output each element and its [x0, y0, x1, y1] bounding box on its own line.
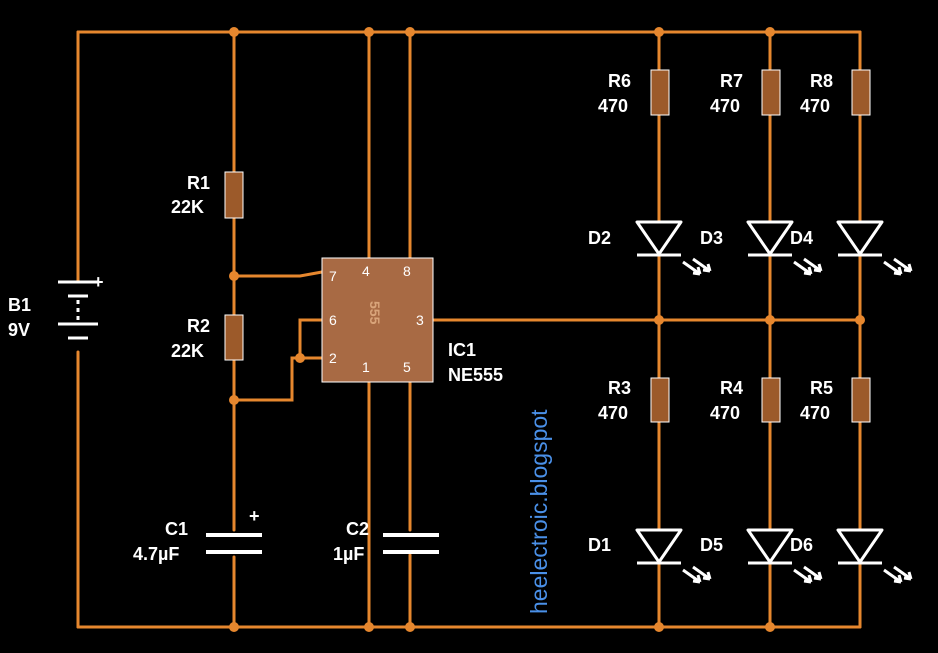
r5-value-label: 470: [800, 403, 830, 423]
junction-dot: [229, 27, 239, 37]
junction-dot: [405, 622, 415, 632]
r4-ref-label: R4: [720, 378, 743, 398]
junction-dot: [405, 27, 415, 37]
r8-ref-label: R8: [810, 71, 833, 91]
c2-ref-label: C2: [346, 519, 369, 539]
resistor-icon: [761, 69, 781, 116]
pin7-wire: [232, 270, 324, 278]
c2-value-label: 1µF: [333, 544, 364, 564]
led-icon: [836, 220, 913, 276]
ic-icon: [321, 257, 434, 383]
ic-pin-2: 2: [329, 350, 337, 366]
junction-dot: [229, 395, 239, 405]
battery-plus-sign: +: [93, 272, 104, 292]
junction-dot: [765, 27, 775, 37]
junction-dot: [295, 353, 305, 363]
junction-dot: [654, 27, 664, 37]
led-icon: [836, 528, 913, 584]
r2-value-label: 22K: [171, 341, 204, 361]
junction-dot: [229, 271, 239, 281]
top-resistors: [650, 69, 871, 116]
junctions: [229, 27, 865, 632]
ic-pin-7: 7: [329, 268, 337, 284]
d3-ref-label: D3: [700, 228, 723, 248]
top-leds: [635, 220, 913, 276]
junction-dot: [765, 622, 775, 632]
led-icon: [746, 528, 823, 584]
capacitor-icon: [206, 533, 262, 554]
r7-ref-label: R7: [720, 71, 743, 91]
r3-value-label: 470: [598, 403, 628, 423]
ic-pin-1: 1: [362, 359, 370, 375]
led-icon: [635, 528, 712, 584]
junction-dot: [855, 315, 865, 325]
r3-ref-label: R3: [608, 378, 631, 398]
battery-ref-label: B1: [8, 295, 31, 315]
r7-value-label: 470: [710, 96, 740, 116]
d4-ref-label: D4: [790, 228, 813, 248]
d6-ref-label: D6: [790, 535, 813, 555]
resistor-icon: [224, 314, 244, 361]
bottom-resistors: [650, 377, 871, 423]
r4-value-label: 470: [710, 403, 740, 423]
resistor-icon: [851, 377, 871, 423]
junction-dot: [654, 622, 664, 632]
ic-pin-8: 8: [403, 263, 411, 279]
junction-dot: [229, 622, 239, 632]
junction-dot: [364, 622, 374, 632]
ic-ref-label: IC1: [448, 340, 476, 360]
ic-pin-4: 4: [362, 263, 370, 279]
ic-pin-5: 5: [403, 359, 411, 375]
watermark-text: heelectroic.blogspot: [526, 409, 552, 614]
led-icon: [635, 220, 712, 276]
r1-ref-label: R1: [187, 173, 210, 193]
r5-ref-label: R5: [810, 378, 833, 398]
led-icon: [746, 220, 823, 276]
resistor-icon: [650, 377, 670, 423]
battery-value-label: 9V: [8, 320, 30, 340]
wires: [76, 30, 862, 629]
bottom-leds: [635, 528, 913, 584]
junction-dot: [654, 315, 664, 325]
d2-ref-label: D2: [588, 228, 611, 248]
d1-ref-label: D1: [588, 535, 611, 555]
c1-value-label: 4.7µF: [133, 544, 179, 564]
battery-icon: [58, 280, 98, 340]
ic-body-text: 555: [367, 301, 383, 325]
r6-ref-label: R6: [608, 71, 631, 91]
r2-ref-label: R2: [187, 316, 210, 336]
capacitor-icon: [383, 533, 439, 554]
c1-plus-sign: +: [249, 506, 260, 526]
ic-pin-3: 3: [416, 312, 424, 328]
c1-ref-label: C1: [165, 519, 188, 539]
d5-ref-label: D5: [700, 535, 723, 555]
r1-value-label: 22K: [171, 197, 204, 217]
ic-part-label: NE555: [448, 365, 503, 385]
junction-dot: [364, 27, 374, 37]
resistor-icon: [224, 171, 244, 219]
ic-pin-6: 6: [329, 312, 337, 328]
resistor-icon: [851, 69, 871, 116]
resistor-icon: [650, 69, 670, 116]
junction-dot: [765, 315, 775, 325]
r8-value-label: 470: [800, 96, 830, 116]
resistor-icon: [761, 377, 781, 423]
r6-value-label: 470: [598, 96, 628, 116]
pin6-wire: [298, 318, 324, 360]
